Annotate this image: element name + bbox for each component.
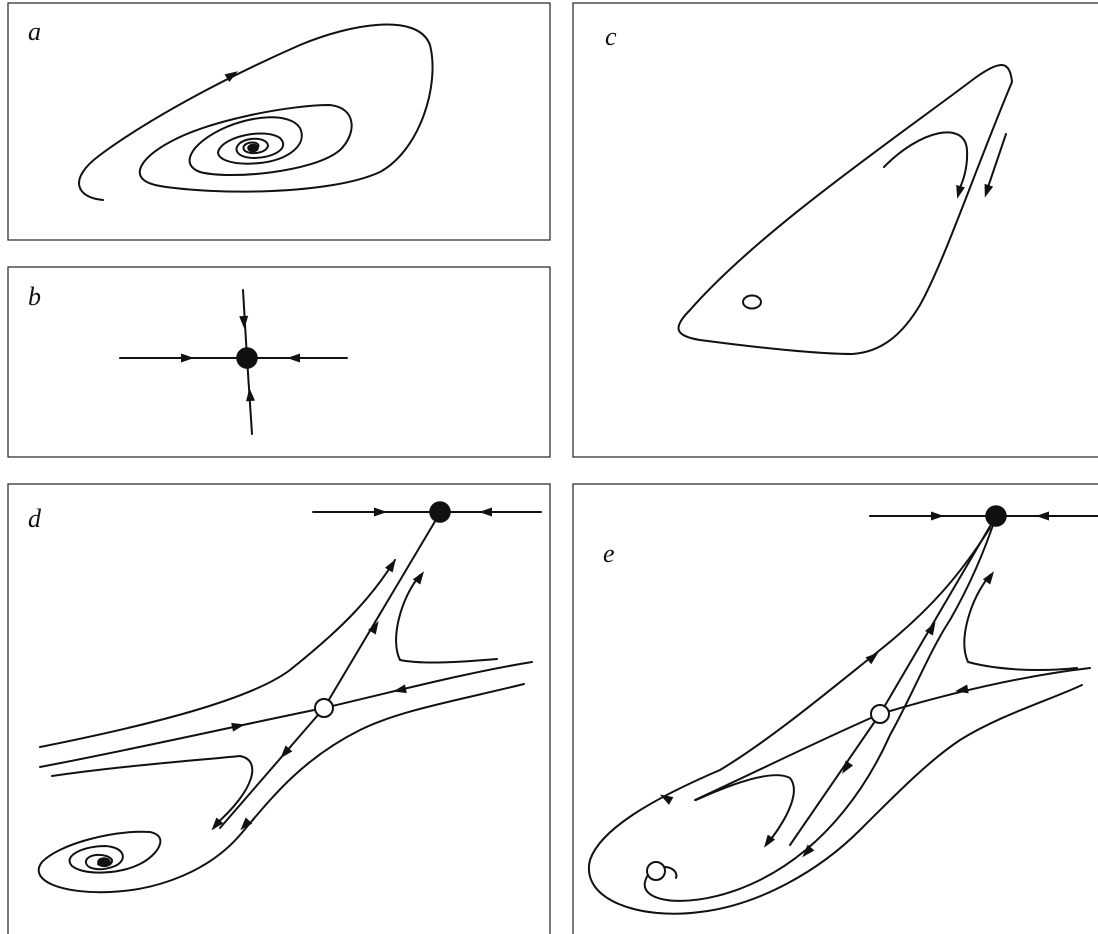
panel-d: d xyxy=(7,483,551,934)
panel-a-frame xyxy=(7,2,551,241)
panel-e-label: e xyxy=(603,539,615,568)
panel-a-spiral-trajectory xyxy=(78,23,434,201)
panel-c-limit-cycle xyxy=(677,64,1013,355)
panel-b-stable-node xyxy=(236,347,258,369)
panel-d-saddle-point xyxy=(314,698,334,718)
panel-e-stable-node xyxy=(985,505,1007,527)
panel-b-frame xyxy=(7,266,551,458)
panel-a-stable-focus xyxy=(247,143,259,153)
panel-c-label: c xyxy=(605,22,617,51)
panel-e-trajectory-right-turn xyxy=(963,574,1078,672)
panel-d-trajectory-into-spiral xyxy=(37,683,525,894)
panel-c-approach-trajectory-2 xyxy=(986,133,1007,191)
panel-e-unstable-focus xyxy=(646,861,666,881)
panel-a: a xyxy=(7,2,551,241)
panel-d-frame xyxy=(7,483,551,934)
panel-d-trajectory-lower-turn xyxy=(51,755,254,826)
panel-e-trajectory-wide-loop xyxy=(587,527,1083,915)
panel-c: c xyxy=(572,2,1098,458)
panel-d-stable-focus xyxy=(97,857,111,867)
panel-d-stable-node xyxy=(429,501,451,523)
panel-e-trajectory-outer-loop xyxy=(643,515,997,902)
panel-c-unstable-point xyxy=(742,294,762,310)
panel-d-label: d xyxy=(28,504,42,533)
panel-c-frame xyxy=(572,2,1098,458)
panel-e-saddle-point xyxy=(870,704,890,724)
panel-e: e xyxy=(572,483,1098,934)
panel-d-trajectory-upper-left xyxy=(39,559,396,748)
panel-c-approach-trajectory-1 xyxy=(883,131,969,193)
panel-b: b xyxy=(7,266,551,458)
panel-d-trajectory-right-turn xyxy=(395,574,498,664)
panel-e-trajectory-inner-turn xyxy=(695,774,795,844)
panel-e-frame xyxy=(572,483,1098,934)
panel-b-label: b xyxy=(28,282,41,311)
panel-a-label: a xyxy=(28,17,41,46)
